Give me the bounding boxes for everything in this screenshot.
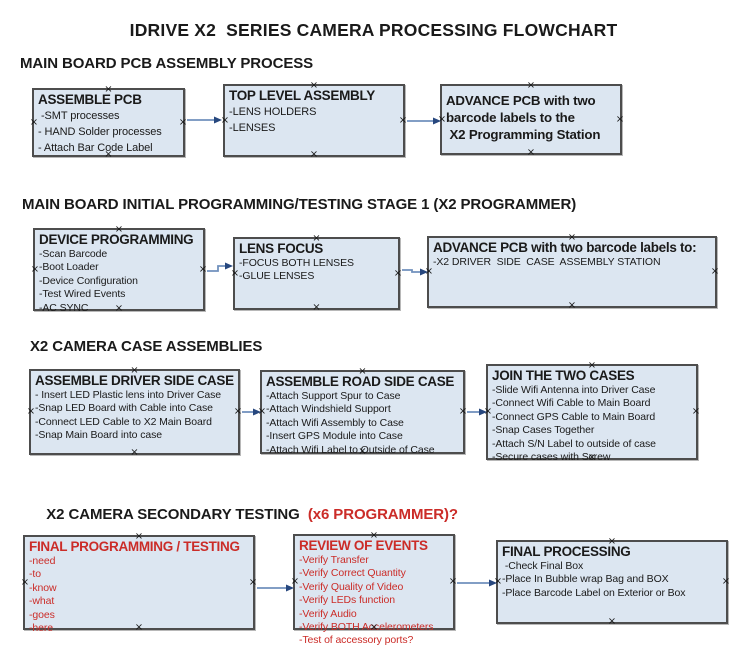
box-title: LENS FOCUS xyxy=(239,241,324,256)
flow-box-review-of-events[interactable]: REVIEW OF EVENTS -Verify Transfer -Verif… xyxy=(291,531,457,647)
box-title: ADVANCE PCB with two barcode labels to: xyxy=(433,240,697,255)
box-items: -FOCUS BOTH LENSES -GLUE LENSES xyxy=(239,257,354,283)
section-heading-case-assemblies: X2 CAMERA CASE ASSEMBLIES xyxy=(30,338,263,355)
flow-box-assemble-driver-side-case[interactable]: ASSEMBLE DRIVER SIDE CASE - Insert LED P… xyxy=(27,366,242,458)
box-title: FINAL PROCESSING xyxy=(502,544,631,559)
box-title: ASSEMBLE ROAD SIDE CASE xyxy=(266,374,455,389)
heading-red-part: (x6 PROGRAMMER)? xyxy=(307,506,458,523)
box-title: FINAL PROGRAMMING / TESTING xyxy=(29,539,240,554)
box-items: -SMT processes - HAND Solder processes -… xyxy=(38,110,162,154)
box-items: -Check Final Box -Place In Bubble wrap B… xyxy=(502,560,686,599)
box-items: -Scan Barcode -Boot Loader -Device Confi… xyxy=(39,248,138,314)
box-items: -LENS HOLDERS -LENSES xyxy=(229,106,317,134)
flow-box-join-the-two-cases[interactable]: JOIN THE TWO CASES -Slide Wifi Antenna i… xyxy=(484,361,700,464)
flow-box-lens-focus[interactable]: LENS FOCUS -FOCUS BOTH LENSES -GLUE LENS… xyxy=(231,234,402,313)
box-items: - Insert LED Plastic lens into Driver Ca… xyxy=(35,389,222,442)
heading-black-part: X2 CAMERA SECONDARY TESTING xyxy=(46,506,308,523)
box-title: DEVICE PROGRAMMING xyxy=(39,232,194,247)
flow-box-assemble-road-side-case[interactable]: ASSEMBLE ROAD SIDE CASE -Attach Support … xyxy=(258,367,467,457)
box-title: REVIEW OF EVENTS xyxy=(299,538,428,553)
box-items: ADVANCE PCB with two barcode labels to t… xyxy=(446,93,601,142)
section-heading-pcb-assembly: MAIN BOARD PCB ASSEMBLY PROCESS xyxy=(20,55,314,72)
box-items: -Slide Wifi Antenna into Driver Case -Co… xyxy=(492,384,656,464)
section-heading-secondary-testing: X2 CAMERA SECONDARY TESTING (x6 PROGRAMM… xyxy=(30,489,458,540)
box-items: -Attach Support Spur to Case -Attach Win… xyxy=(266,390,435,456)
section-heading-initial-programming: MAIN BOARD INITIAL PROGRAMMING/TESTING S… xyxy=(22,196,577,213)
flow-box-top-level-assembly[interactable]: TOP LEVEL ASSEMBLY -LENS HOLDERS -LENSES… xyxy=(221,81,407,160)
flow-box-final-programming-testing[interactable]: FINAL PROGRAMMING / TESTING -need -to -k… xyxy=(21,532,257,635)
page-title: IDRIVE X2 SERIES CAMERA PROCESSING FLOWC… xyxy=(129,20,618,40)
flow-box-advance-to-programming-station[interactable]: ADVANCE PCB with two barcode labels to t… xyxy=(438,81,624,158)
connector-arrow-deviceprog-to-lensfocus[interactable] xyxy=(207,262,233,272)
connector-arrow-lensfocus-to-advance[interactable] xyxy=(402,268,428,276)
flow-box-final-processing[interactable]: FINAL PROCESSING -Check Final Box -Place… xyxy=(494,537,730,627)
box-title: ASSEMBLE DRIVER SIDE CASE xyxy=(35,373,234,388)
flow-box-advance-to-driver-side-station[interactable]: ADVANCE PCB with two barcode labels to: … xyxy=(425,233,719,311)
box-items: -need -to -know -what -goes -here xyxy=(29,555,57,635)
flow-box-assemble-pcb[interactable]: ASSEMBLE PCB -SMT processes - HAND Solde… xyxy=(30,85,187,160)
box-title: TOP LEVEL ASSEMBLY xyxy=(229,88,375,103)
box-items: -Verify Transfer -Verify Correct Quantit… xyxy=(299,554,434,647)
box-title: JOIN THE TWO CASES xyxy=(492,368,635,383)
box-title: ASSEMBLE PCB xyxy=(38,92,142,107)
box-items: -X2 DRIVER SIDE CASE ASSEMBLY STATION xyxy=(433,256,661,268)
